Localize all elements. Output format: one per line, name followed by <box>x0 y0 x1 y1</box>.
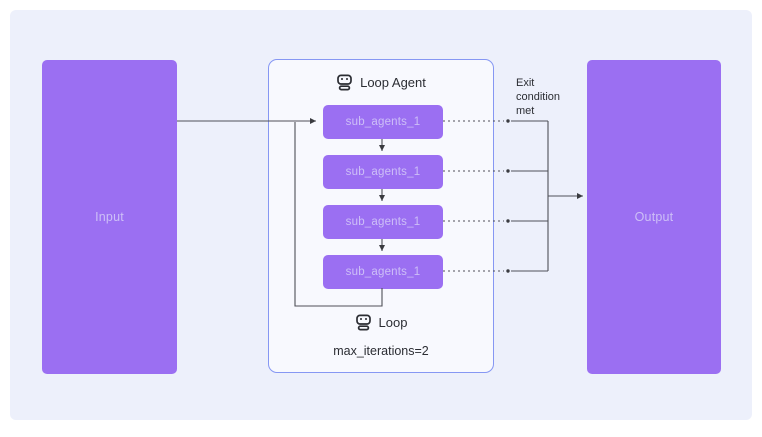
loop-agent-header: Loop Agent <box>269 74 493 91</box>
output-node: Output <box>587 60 721 374</box>
max-iterations-label: max_iterations=2 <box>333 344 429 358</box>
loop-footer: Loop <box>269 314 493 331</box>
loop-label: Loop <box>378 315 408 330</box>
input-node: Input <box>42 60 177 374</box>
sub-agent-label: sub_agents_1 <box>345 266 421 278</box>
sub-agent-node: sub_agents_1 <box>323 155 443 189</box>
loop-agent-container: Loop Agent sub_agents_1 sub_agents_1 sub… <box>268 59 494 373</box>
sub-agent-node: sub_agents_1 <box>323 255 443 289</box>
sub-agent-label: sub_agents_1 <box>345 116 421 128</box>
sub-agent-node: sub_agents_1 <box>323 105 443 139</box>
robot-icon <box>355 314 372 331</box>
exit-condition-label: Exit condition met <box>516 77 561 117</box>
sub-agent-node: sub_agents_1 <box>323 205 443 239</box>
sub-agent-label: sub_agents_1 <box>345 166 421 178</box>
output-node-label: Output <box>634 210 674 224</box>
input-node-label: Input <box>95 210 124 224</box>
robot-icon <box>336 74 353 91</box>
loop-agent-title: Loop Agent <box>360 75 426 90</box>
sub-agent-label: sub_agents_1 <box>345 216 421 228</box>
